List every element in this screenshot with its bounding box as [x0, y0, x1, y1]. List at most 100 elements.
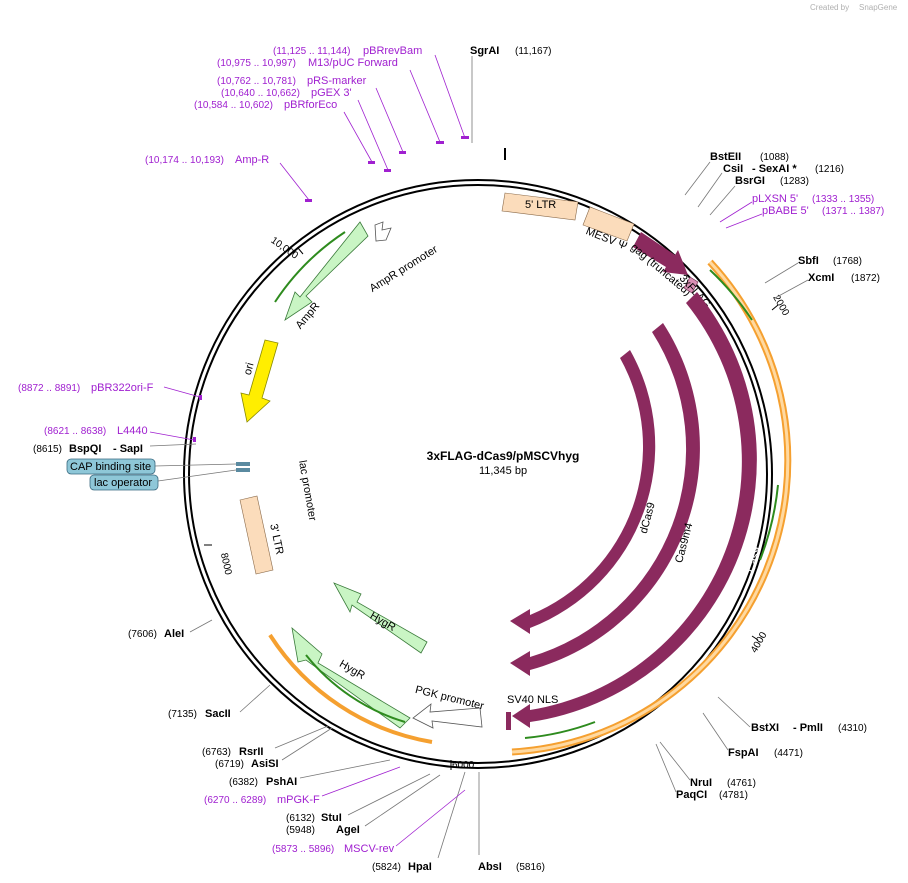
enzyme-stui-name: StuI	[321, 812, 342, 824]
enzyme-csii[interactable]: CsiI - SexAI * (1216)	[697, 163, 844, 208]
cas9-green-mark-2	[759, 484, 779, 561]
enzyme-sacii-pos: (7135)	[168, 709, 197, 720]
feature-ori[interactable]	[240, 339, 279, 423]
feature-pgk-promoter[interactable]	[412, 703, 483, 729]
feature-ampr[interactable]	[284, 221, 369, 322]
enzyme-bsrgi[interactable]: BsrGI (1283)	[709, 175, 809, 216]
enzyme-rsrii-pos: (6763)	[202, 747, 231, 758]
enzyme-xcmi-pos: (1872)	[851, 273, 880, 284]
watermark-created-by: Created by	[810, 3, 849, 12]
enzyme-bsteii[interactable]: BstEII (1088)	[684, 151, 789, 196]
enzyme-sgrai[interactable]: SgrAI (11,167)	[470, 45, 552, 143]
enzyme-stui[interactable]: (6132) StuI	[286, 773, 431, 824]
feature-ampr-promoter[interactable]	[374, 221, 392, 242]
primer-ampr-name: Amp-R	[235, 154, 269, 166]
enzyme-asisi[interactable]: (6719) AsiSI	[215, 727, 333, 770]
enzyme-hpai-pos: (5824)	[372, 862, 401, 873]
enzyme-bstxi-pos: (4310)	[838, 723, 867, 734]
enzyme-csii-sep: - SexAI *	[752, 163, 797, 175]
primer-plxsn[interactable]: pLXSN 5' (1333 .. 1355)	[719, 193, 874, 223]
tick-8000: 8000	[218, 552, 233, 576]
enzyme-sacii-name: SacII	[205, 708, 231, 720]
enzyme-agei-pos: (5948)	[286, 825, 315, 836]
watermark-brand: SnapGene	[859, 3, 898, 12]
enzyme-fspai-name: FspAI	[728, 747, 759, 759]
feature-cas9m4[interactable]	[530, 323, 700, 670]
feature-hygr-1[interactable]	[291, 626, 411, 729]
feature-3ltr-label: 3' LTR	[267, 523, 285, 556]
enzyme-agei[interactable]: (5948) AgeI	[286, 774, 441, 836]
enzyme-fspai[interactable]: FspAI (4471)	[702, 712, 803, 759]
feature-dcas9[interactable]	[530, 350, 656, 628]
enzyme-pshai-name: PshAI	[266, 776, 297, 788]
primer-mscvrev[interactable]: (5873 .. 5896) MSCV-rev	[272, 789, 466, 855]
feature-5ltr[interactable]	[501, 192, 579, 221]
feature-sv40-nls[interactable]	[506, 712, 511, 730]
enzyme-rsrii[interactable]: (6763) RsrII	[202, 725, 329, 758]
enzyme-sgrai-pos: (11,167)	[515, 46, 552, 57]
enzyme-absi[interactable]: AbsI (5816)	[478, 772, 545, 873]
enzyme-pshai[interactable]: (6382) PshAI	[229, 759, 391, 788]
enzyme-agei-name: AgeI	[336, 824, 360, 836]
feature-cas9-arrow[interactable]	[530, 292, 757, 722]
enzyme-xcmi[interactable]: XcmI (1872)	[774, 272, 880, 299]
enzyme-xcmi-name: XcmI	[808, 272, 834, 284]
lac-operator[interactable]: lac operator	[89, 469, 237, 491]
plasmid-name: 3xFLAG-dCas9/pMSCVhyg	[427, 449, 580, 463]
enzyme-bstxi[interactable]: BstXI - PmlI (4310)	[717, 696, 867, 734]
primer-pbabe[interactable]: pBABE 5' (1371 .. 1387)	[725, 205, 884, 229]
enzyme-csii-pos: (1216)	[815, 164, 844, 175]
enzyme-absi-name: AbsI	[478, 861, 502, 873]
primer-pbrforeco[interactable]: (10,584 .. 10,602) pBRforEco	[194, 99, 375, 164]
primer-mpgk-name: mPGK-F	[277, 794, 320, 806]
primer-pgex-name: pGEX 3'	[311, 87, 352, 99]
feature-ori-label: ori	[242, 361, 257, 376]
cap-binding-site[interactable]: CAP binding site	[66, 458, 237, 475]
cap-binding-site-label: CAP binding site	[70, 461, 151, 473]
tick-6000: 6000	[452, 760, 475, 771]
enzyme-pshai-pos: (6382)	[229, 777, 258, 788]
feature-hygr-cds[interactable]	[268, 633, 433, 744]
enzyme-sacii[interactable]: (7135) SacII	[168, 684, 271, 720]
backbone-outer	[183, 179, 773, 769]
tick-4000: 4000	[749, 630, 770, 655]
enzyme-alei[interactable]: (7606) AleI	[128, 619, 213, 640]
cas9-green-mark-3	[524, 721, 596, 739]
plasmid-size: 11,345 bp	[479, 465, 527, 477]
primer-mscvrev-name: MSCV-rev	[344, 843, 395, 855]
lac-operator-label: lac operator	[94, 477, 152, 489]
feature-mesv[interactable]	[582, 206, 635, 242]
enzyme-stui-pos: (6132)	[286, 813, 315, 824]
cas9-green-mark-1	[709, 269, 753, 321]
enzyme-bspqi[interactable]: (8615) BspQI - SapI	[33, 443, 197, 455]
enzyme-paqci-pos: (4781)	[719, 790, 748, 801]
backbone-inner	[188, 184, 768, 764]
enzyme-bstxi-name: BstXI	[751, 722, 779, 734]
enzyme-bsteii-name: BstEII	[710, 151, 741, 163]
primer-l4440[interactable]: (8621 .. 8638) L4440	[44, 425, 196, 442]
lac-operator-mark	[236, 468, 250, 472]
enzyme-paqci[interactable]: PaqCI (4781)	[655, 743, 748, 801]
primer-mpgk-pos: (6270 .. 6289)	[204, 795, 266, 806]
feature-hygr-2-label: HygR	[368, 610, 398, 634]
feature-hygr-2[interactable]	[333, 582, 428, 654]
feature-3xflag[interactable]	[683, 276, 699, 294]
feature-gag[interactable]	[633, 232, 688, 275]
primer-pgex[interactable]: (10,640 .. 10,662) pGEX 3'	[221, 87, 391, 172]
primer-pbrrevbam[interactable]: (11,125 .. 11,144) pBRrevBam	[273, 45, 469, 139]
primer-rsmarker[interactable]: (10,762 .. 10,781) pRS-marker	[217, 75, 406, 154]
enzyme-hpai[interactable]: (5824) HpaI	[372, 771, 466, 873]
enzyme-nrui[interactable]: NruI (4761)	[659, 741, 756, 789]
enzyme-bspqi-name: BspQI	[69, 443, 101, 455]
primer-pbrrevbam-pos: (11,125 .. 11,144)	[273, 46, 350, 57]
enzyme-sbfi[interactable]: SbfI (1768)	[764, 255, 862, 284]
enzyme-bspqi-pos: (8615)	[33, 444, 62, 455]
primer-mpgk[interactable]: (6270 .. 6289) mPGK-F	[204, 766, 401, 806]
primer-ampr[interactable]: (10,174 .. 10,193) Amp-R	[145, 154, 312, 202]
primer-plxsn-name: pLXSN 5'	[752, 193, 798, 205]
primer-rsmarker-pos: (10,762 .. 10,781)	[217, 76, 296, 87]
feature-ampr-promoter-label: AmpR promoter	[368, 243, 440, 294]
primer-pbr322ori[interactable]: (8872 .. 8891) pBR322ori-F	[18, 382, 202, 400]
primer-m13[interactable]: (10,975 .. 10,997) M13/pUC Forward	[217, 57, 444, 144]
feature-3ltr[interactable]	[239, 495, 274, 575]
